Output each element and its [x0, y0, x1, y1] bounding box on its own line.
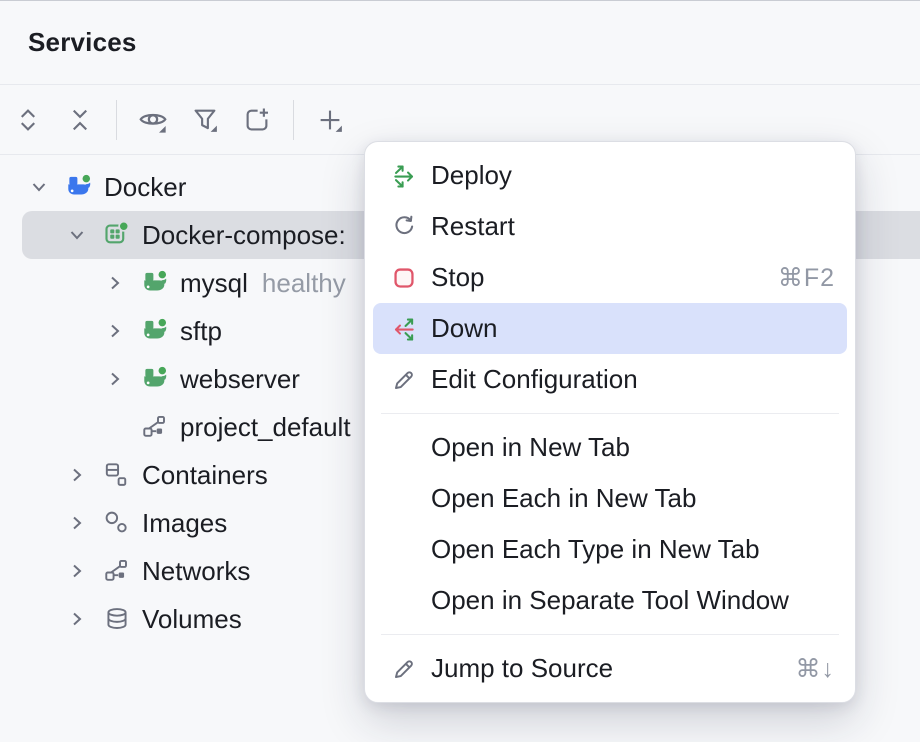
chevron-right-icon[interactable] [66, 560, 88, 582]
eye-icon [137, 104, 169, 136]
collapse-all-button[interactable] [58, 98, 102, 142]
chevron-right-icon[interactable] [66, 464, 88, 486]
network-icon [140, 412, 170, 442]
deploy-icon [391, 163, 417, 189]
tree-item-label: sftp [180, 315, 222, 346]
menu-item-label: Open Each in New Tab [431, 483, 697, 513]
menu-icon-spacer [391, 435, 417, 461]
page-title: Services [28, 27, 137, 57]
chevron-right-icon[interactable] [104, 272, 126, 294]
menu-item-label: Open in New Tab [431, 432, 630, 462]
menu-icon-spacer [391, 588, 417, 614]
menu-icon-spacer [391, 537, 417, 563]
chevron-down-icon[interactable] [66, 224, 88, 246]
expand-all-icon [13, 105, 43, 135]
menu-item-label: Restart [431, 211, 515, 241]
open-in-new-tab-button[interactable] [235, 98, 279, 142]
chevron-down-icon[interactable] [28, 176, 50, 198]
menu-item-open-in-new-tab[interactable]: Open in New Tab [365, 422, 855, 473]
plus-icon [315, 105, 345, 135]
menu-item-label: Open in Separate Tool Window [431, 585, 789, 615]
chevron-right-icon[interactable] [104, 368, 126, 390]
docker-compose-icon [102, 220, 132, 250]
menu-separator [381, 413, 839, 414]
tree-row-mysql[interactable]: mysql healthy [0, 259, 920, 307]
twisty-spacer [104, 416, 126, 438]
add-service-button[interactable] [308, 98, 352, 142]
menu-item-restart[interactable]: Restart [365, 201, 855, 252]
menu-separator [381, 634, 839, 635]
menu-item-label: Deploy [431, 160, 512, 190]
tree-item-label: Docker [104, 171, 187, 202]
filter-button[interactable] [183, 98, 227, 142]
tree-row-docker[interactable]: Docker [0, 163, 920, 211]
menu-icon-spacer [391, 486, 417, 512]
docker-green-icon [140, 316, 170, 346]
chevron-right-icon[interactable] [66, 608, 88, 630]
tree-item-label: project_default [180, 411, 351, 442]
menu-item-down[interactable]: Down [373, 303, 847, 354]
restart-icon [391, 214, 417, 240]
edit-icon [391, 367, 417, 393]
menu-item-open-each-in-new-tab[interactable]: Open Each in New Tab [365, 473, 855, 524]
menu-item-label: Open Each Type in New Tab [431, 534, 760, 564]
menu-item-label: Jump to Source [431, 653, 614, 683]
chevron-right-icon[interactable] [66, 512, 88, 534]
stop-icon [391, 265, 417, 291]
tree-item-label: mysql [180, 267, 248, 298]
tool-window-header: Services [0, 1, 920, 85]
docker-blue-icon [64, 172, 94, 202]
menu-item-stop[interactable]: Stop ⌘F2 [365, 252, 855, 303]
chevron-right-icon[interactable] [104, 320, 126, 342]
status-badge: healthy [261, 267, 346, 298]
docker-green-icon [140, 268, 170, 298]
tree-item-label: Volumes [142, 603, 242, 634]
down-icon [391, 316, 417, 342]
edit-icon [391, 656, 417, 682]
tree-row-sftp[interactable]: sftp [0, 307, 920, 355]
menu-item-label: Stop [431, 262, 485, 292]
menu-item-open-in-separate-tool-window[interactable]: Open in Separate Tool Window [365, 575, 855, 626]
menu-item-label: Edit Configuration [431, 364, 638, 394]
menu-item-edit-configuration[interactable]: Edit Configuration [365, 354, 855, 405]
toolbar-separator [116, 99, 117, 140]
toolbar-separator [293, 99, 294, 140]
menu-item-shortcut: ⌘↓ [795, 654, 835, 683]
tree-item-label: Docker-compose: [142, 219, 346, 250]
images-icon [102, 508, 132, 538]
collapse-all-icon [65, 105, 95, 135]
docker-green-icon [140, 364, 170, 394]
menu-item-label: Down [431, 313, 498, 343]
tree-item-label: Containers [142, 459, 268, 490]
volumes-icon [102, 604, 132, 634]
containers-icon [102, 460, 132, 490]
tree-row-images[interactable]: Images [0, 499, 920, 547]
tree-row-project-default[interactable]: project_default [0, 403, 920, 451]
filter-icon [190, 105, 220, 135]
tree-item-label: Images [142, 507, 228, 538]
network-icon [102, 556, 132, 586]
tree-item-label: webserver [180, 363, 300, 394]
tree-item-label: Networks [142, 555, 251, 586]
menu-item-shortcut: ⌘F2 [777, 263, 835, 292]
new-tab-icon [242, 105, 272, 135]
expand-all-button[interactable] [6, 98, 50, 142]
menu-item-deploy[interactable]: Deploy [365, 150, 855, 201]
tree-row-containers[interactable]: Containers [0, 451, 920, 499]
view-options-button[interactable] [131, 98, 175, 142]
menu-item-jump-to-source[interactable]: Jump to Source ⌘↓ [365, 643, 855, 694]
menu-item-open-each-type-in-new-tab[interactable]: Open Each Type in New Tab [365, 524, 855, 575]
tree-row-networks[interactable]: Networks [0, 547, 920, 595]
tree-row-webserver[interactable]: webserver [0, 355, 920, 403]
tree-row-volumes[interactable]: Volumes [0, 595, 920, 643]
